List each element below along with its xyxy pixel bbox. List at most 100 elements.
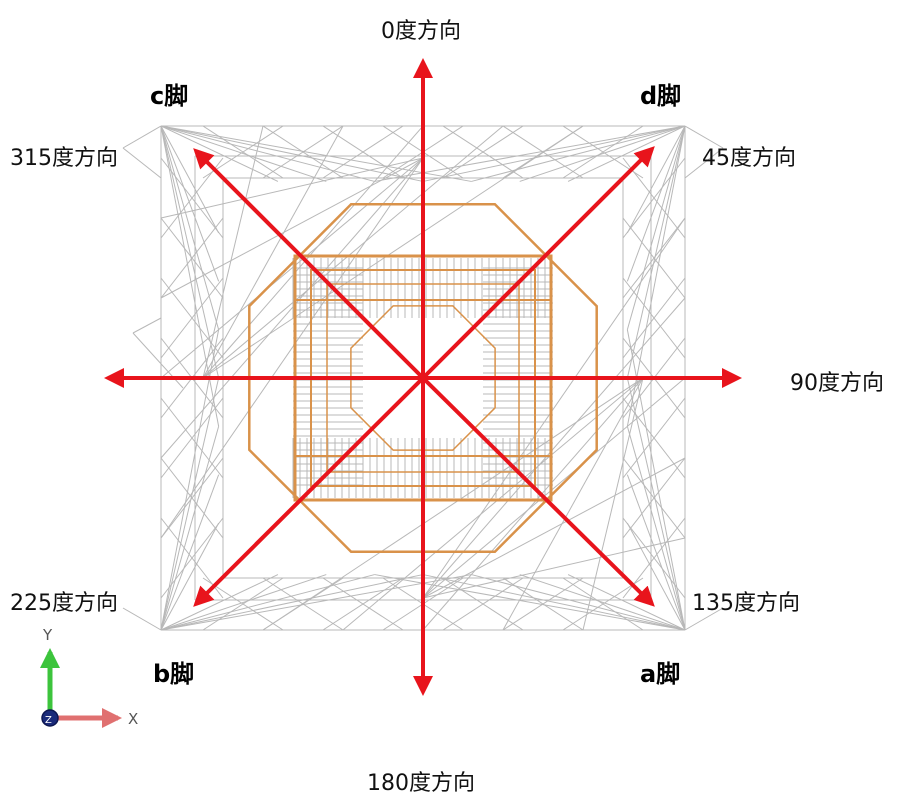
- wireframe-member: [622, 277, 686, 359]
- wireframe-member: [622, 517, 686, 599]
- wireframe-member: [374, 125, 686, 182]
- wireframe-member: [502, 377, 644, 631]
- wireframe-member: [262, 125, 344, 179]
- wireframe-member: [160, 574, 327, 631]
- wireframe-member: [684, 125, 724, 149]
- wireframe-member: [160, 522, 220, 631]
- wireframe-member: [622, 457, 686, 539]
- wireframe-member: [160, 157, 424, 539]
- wireframe-member: [202, 125, 424, 379]
- wireframe-member: [562, 577, 644, 631]
- wireframe-member: [422, 537, 686, 599]
- axis-label-z: Z: [45, 715, 52, 726]
- arrow-315: [193, 148, 425, 380]
- axis-label-y: Y: [42, 626, 53, 644]
- wireframe-member: [322, 577, 404, 631]
- wireframe-member: [502, 577, 584, 631]
- wireframe-member: [202, 125, 344, 379]
- wireframe-member: [202, 125, 504, 379]
- wireframe-member: [160, 125, 327, 182]
- wireframe-member: [471, 125, 686, 182]
- wireframe-member: [622, 217, 686, 299]
- wireframe-member: [582, 377, 644, 631]
- wireframe-member: [562, 125, 644, 179]
- wireframe-member: [132, 317, 162, 334]
- wireframe-member: [160, 157, 424, 459]
- wireframe-member: [160, 157, 424, 219]
- wireframe-member: [160, 125, 220, 234]
- wireframe-member: [519, 125, 686, 182]
- wireframe-member: [626, 125, 686, 330]
- wireframe-member: [626, 125, 686, 282]
- wireframe-member: [422, 457, 686, 599]
- wireframe-member: [442, 125, 524, 179]
- wireframe-member: [626, 426, 686, 631]
- label-leg-b: b脚: [153, 660, 194, 688]
- label-180-direction: 180度方向: [367, 771, 475, 796]
- wireframe-member: [567, 125, 686, 182]
- label-leg-c: c脚: [150, 82, 188, 110]
- wireframe-member: [626, 522, 686, 631]
- wireframe-member: [160, 157, 424, 299]
- label-225-direction: 225度方向: [10, 591, 118, 616]
- wireframe-member: [202, 577, 284, 631]
- wireframe-member: [342, 377, 644, 631]
- wireframe-member: [160, 125, 424, 182]
- wireframe-member: [122, 147, 162, 179]
- direction-arrows: [104, 58, 742, 696]
- wireframe-member: [322, 125, 404, 179]
- wireframe-member: [422, 377, 686, 599]
- wireframe-member: [422, 574, 686, 631]
- wireframe-member: [374, 574, 686, 631]
- label-135-direction: 135度方向: [692, 591, 800, 616]
- wireframe-member: [684, 607, 724, 631]
- wireframe-member: [160, 574, 424, 631]
- octagon-ring: [248, 203, 598, 553]
- wireframe-member: [202, 125, 584, 379]
- wireframe-member: [567, 574, 686, 631]
- wireframe-member: [160, 125, 220, 282]
- label-45-direction: 45度方向: [702, 146, 796, 171]
- wireframe-member: [160, 125, 220, 379]
- wireframe-member: [471, 574, 686, 631]
- wireframe-member: [519, 574, 686, 631]
- wireframe-member: [160, 125, 375, 182]
- label-leg-a: a脚: [640, 660, 680, 688]
- axis-label-x: X: [128, 710, 138, 728]
- wireframe-member: [626, 377, 686, 631]
- wireframe-member: [626, 125, 686, 234]
- arrow-225: [193, 376, 425, 607]
- label-315-direction: 315度方向: [10, 146, 118, 171]
- wireframe-member: [122, 125, 162, 149]
- wireframe-member: [160, 574, 472, 631]
- wireframe-member: [422, 297, 686, 599]
- wireframe-member: [160, 457, 224, 539]
- wireframe-member: [160, 397, 224, 479]
- wireframe-member: [160, 426, 220, 631]
- wireframe-member: [626, 125, 686, 379]
- z-axis-icon: [41, 709, 59, 727]
- wireframe-member: [160, 277, 224, 359]
- wireframe-member: [160, 217, 224, 299]
- wireframe-member: [160, 574, 375, 631]
- wireframe-member: [122, 607, 162, 631]
- inner-octagon: [350, 305, 496, 451]
- wireframe-member: [160, 474, 220, 631]
- wireframe-member: [202, 125, 264, 379]
- coordinate-axis-indicator: Y X Z: [40, 626, 138, 728]
- wireframe-member: [684, 147, 724, 179]
- wireframe-member: [160, 157, 424, 379]
- arrow-45: [421, 146, 655, 380]
- wireframe-member: [160, 125, 472, 182]
- wireframe-member: [622, 397, 686, 479]
- wireframe-member: [262, 377, 644, 631]
- wireframe-member: [160, 574, 279, 631]
- wireframe-member: [160, 125, 279, 182]
- wireframe-member: [626, 474, 686, 631]
- wireframe-member: [160, 157, 224, 239]
- arrow-135: [421, 376, 655, 607]
- wireframe-member: [160, 125, 220, 330]
- wireframe-member: [422, 217, 686, 599]
- wireframe-member: [442, 577, 524, 631]
